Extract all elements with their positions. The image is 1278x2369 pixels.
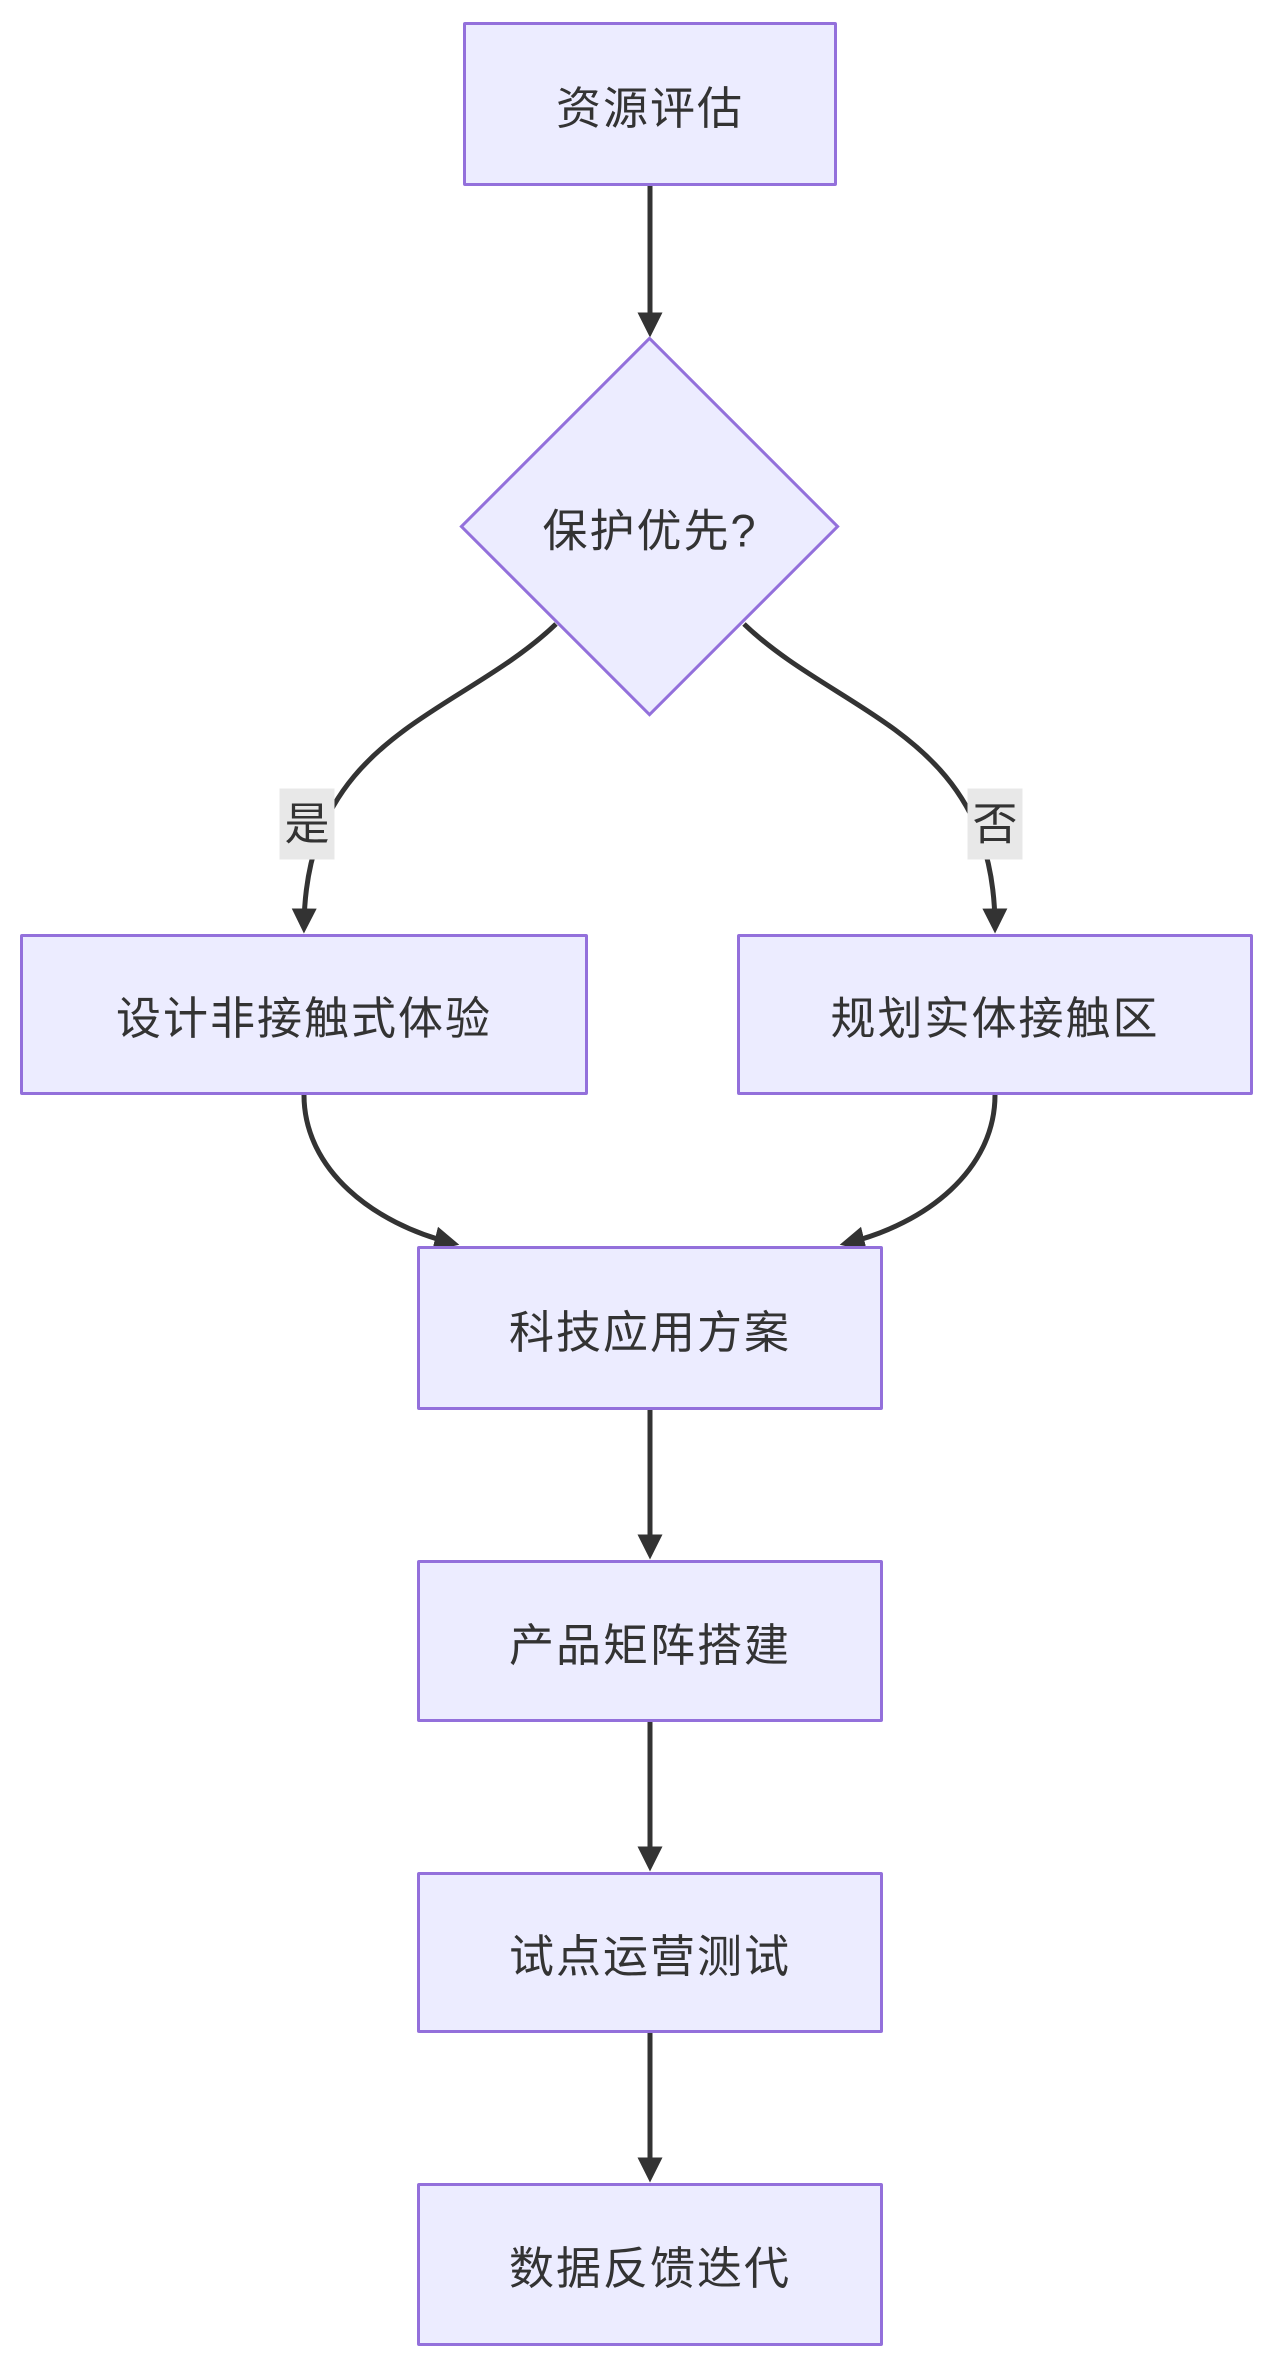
node-plan-physical-contact-zone: 规划实体接触区	[737, 934, 1253, 1095]
edge-decision-yes-to-design	[291, 622, 558, 934]
edge-label-yes: 是	[279, 788, 335, 860]
node-product-matrix-build: 产品矩阵搭建	[417, 1560, 883, 1722]
node-resource-assessment: 资源评估	[463, 22, 837, 186]
node-pilot-operation-test: 试点运营测试	[417, 1872, 883, 2033]
edge-label-no: 否	[967, 788, 1023, 860]
edge-plan-to-tech	[839, 1094, 998, 1252]
node-design-contactless-experience: 设计非接触式体验	[20, 934, 588, 1095]
edge-design-to-tech	[301, 1094, 460, 1251]
decision-diamond-label: 保护优先?	[542, 505, 758, 557]
edge-decision-no-to-plan	[742, 622, 1008, 934]
node-tech-application-plan: 科技应用方案	[417, 1246, 883, 1410]
node-data-feedback-iteration: 数据反馈迭代	[417, 2183, 883, 2346]
